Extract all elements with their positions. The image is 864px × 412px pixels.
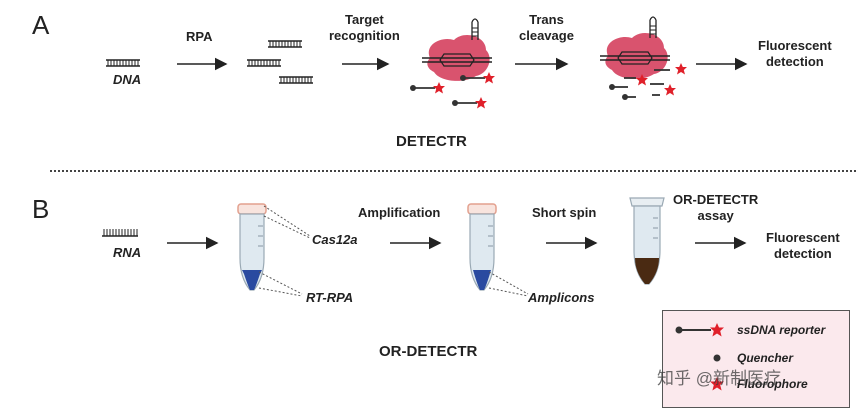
rna-strand-icon xyxy=(102,229,138,237)
legend-reporter: ssDNA reporter xyxy=(737,323,826,337)
tube-icon xyxy=(629,197,665,285)
callout-lines xyxy=(258,205,311,297)
rt-rpa-label: RT-RPA xyxy=(306,290,354,305)
or-detectr-title: OR-DETECTR xyxy=(379,343,478,360)
section-divider xyxy=(50,170,856,172)
dna-label: DNA xyxy=(113,72,142,87)
amplicons-label: Amplicons xyxy=(528,290,595,305)
cleaved-reporter-icon xyxy=(609,63,687,100)
rpa-label: RPA xyxy=(186,29,213,44)
legend-box: ssDNA reporter Quencher Fluorophore xyxy=(662,310,850,408)
detectr-title: DETECTR xyxy=(396,133,467,150)
tube-icon xyxy=(467,203,497,291)
panel-b-letter: B xyxy=(32,194,50,224)
dna-strand-icon xyxy=(105,59,141,67)
legend-icons xyxy=(675,323,724,391)
legend-quencher: Quencher xyxy=(737,351,794,365)
tube-icon xyxy=(237,203,267,291)
short-spin-label: Short spin xyxy=(532,205,597,220)
cas12a-complex-icon xyxy=(421,18,493,82)
panel-a-letter: A xyxy=(32,10,50,40)
watermark: 知乎 @新制医疗 xyxy=(657,369,781,388)
legend-fluorophore: Fluorophore xyxy=(737,377,808,391)
callout-lines xyxy=(488,271,529,297)
cas12a-label: Cas12a xyxy=(312,232,358,247)
rna-label: RNA xyxy=(113,245,142,260)
amplification-label: Amplification xyxy=(358,205,441,220)
amplified-dna-icon xyxy=(246,40,314,84)
